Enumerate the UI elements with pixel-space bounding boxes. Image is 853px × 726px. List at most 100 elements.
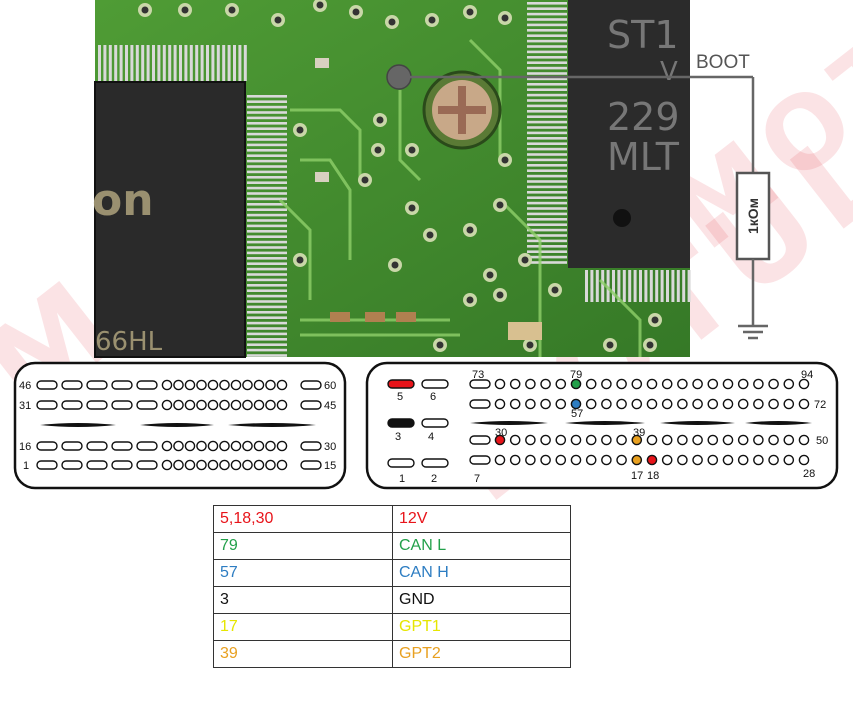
connector-pin — [469, 399, 491, 409]
pin-label: 73 — [472, 369, 484, 381]
pin-label: 57 — [571, 408, 583, 420]
chip-pin — [247, 327, 287, 330]
chip-pin — [527, 234, 567, 237]
connector-pin — [36, 380, 58, 390]
chip-pin — [247, 143, 287, 147]
chip-pin — [146, 45, 150, 81]
connector-pin — [646, 398, 658, 410]
connector-pin — [601, 434, 612, 446]
connector-pin — [525, 434, 536, 446]
connector-pin — [707, 398, 719, 410]
chip-pin — [595, 270, 599, 302]
connector-pin — [276, 399, 288, 411]
connector-pin — [768, 434, 779, 446]
chip-pin — [247, 257, 287, 260]
chip-pin — [527, 142, 567, 145]
resistor — [735, 171, 771, 261]
legend-pins: 57 — [213, 559, 393, 587]
chip-pin — [247, 203, 287, 206]
chip-pin — [247, 138, 287, 141]
via-hole — [521, 256, 529, 264]
connector-pin — [494, 398, 506, 410]
via-hole — [436, 341, 444, 349]
connector-pin — [570, 454, 582, 466]
chip-pin — [527, 34, 567, 37]
pin-label: 39 — [633, 427, 645, 439]
chip-pin — [527, 126, 567, 129]
pin-label: 50 — [816, 435, 828, 447]
chip-pin — [527, 23, 567, 27]
via-hole — [374, 146, 382, 154]
chip-pin — [184, 45, 188, 81]
chip-pin — [601, 270, 605, 302]
chip-pin — [639, 270, 642, 302]
connector-pin — [753, 398, 764, 410]
connector-pin — [509, 434, 521, 446]
chip-pin — [527, 169, 567, 172]
right-chip-line-2: V — [660, 57, 678, 87]
connector-pin — [421, 379, 449, 389]
connector-pin — [36, 460, 58, 470]
connector-pin — [616, 378, 627, 390]
chip-pin — [247, 278, 287, 282]
connector-right-pins — [387, 378, 812, 468]
chip-pin — [527, 66, 567, 70]
connector-pin — [798, 398, 810, 410]
connector-pin — [783, 434, 795, 446]
chip-pin — [527, 191, 567, 194]
chip-pin — [233, 45, 236, 81]
connector-left: 46 60 31 45 16 30 1 15 — [13, 361, 347, 490]
connector-right: 5 6 3 4 1 2 73 94 79 57 72 30 39 50 7 17… — [365, 361, 839, 490]
chip-pin — [179, 45, 182, 81]
connector-pin — [207, 459, 219, 471]
legend-pins: 79 — [213, 532, 393, 560]
chip-pin — [655, 270, 659, 302]
via-hole — [181, 6, 189, 14]
connector-pin — [677, 398, 688, 410]
pin-label: 4 — [428, 431, 434, 443]
chip-pin — [590, 270, 594, 302]
chip-pin — [108, 45, 112, 81]
chip-pin — [527, 18, 567, 21]
chip-pin — [527, 180, 567, 183]
connector-pin — [540, 454, 551, 466]
connector-pin — [661, 454, 673, 466]
via-hole — [606, 341, 614, 349]
via-hole — [551, 286, 559, 294]
chip-pin — [527, 158, 567, 162]
chip-pin — [247, 122, 287, 125]
connector-pin — [387, 379, 415, 389]
connector-pin — [230, 399, 242, 411]
chip-pin — [141, 45, 145, 81]
connector-pin — [219, 399, 230, 411]
connector-pin — [525, 378, 536, 390]
pin-label: 28 — [803, 468, 815, 480]
chip-pin — [527, 50, 567, 54]
chip-pin — [247, 343, 287, 346]
connector-pin — [86, 441, 108, 451]
chip-pin — [628, 270, 632, 302]
connector-pin — [601, 378, 612, 390]
connector-pin — [783, 454, 795, 466]
connector-pin — [661, 378, 673, 390]
connector-pin — [207, 440, 219, 452]
legend-signal: CAN L — [392, 532, 571, 560]
chip-pin — [247, 273, 287, 276]
connector-pin — [570, 398, 582, 410]
chip-pin — [247, 262, 287, 265]
chip-pin — [527, 250, 567, 253]
connector-pin — [469, 379, 491, 389]
connector-pin — [111, 400, 133, 410]
connector-pin — [253, 379, 265, 391]
right-chip-line-1: ST1 — [607, 13, 679, 57]
chip-pin — [247, 246, 287, 249]
chip-pin — [247, 251, 287, 255]
boot-label: BOOT — [696, 52, 750, 73]
connector-pin — [86, 380, 108, 390]
chip-pin — [527, 147, 567, 151]
chip-pin — [206, 45, 209, 81]
connector-pin — [86, 460, 108, 470]
connector-pin — [798, 454, 810, 466]
via-hole — [408, 204, 416, 212]
chip-pin — [247, 208, 287, 211]
